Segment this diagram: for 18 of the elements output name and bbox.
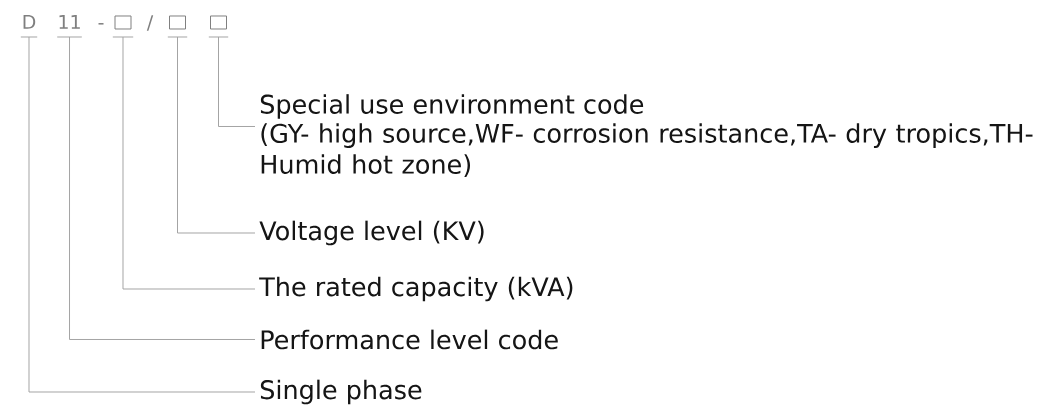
empty-square (208, 15, 229, 38)
leader-line (122, 36, 256, 290)
code-letter: D (20, 14, 38, 38)
empty-square (112, 15, 134, 38)
code-separator: / (146, 15, 154, 31)
description-text: Single phase (260, 379, 422, 405)
description-text: Performance level code (261, 329, 558, 350)
leader-line (218, 36, 256, 127)
leader-line (28, 36, 256, 393)
leader-line (69, 36, 256, 340)
code-number: 11 (56, 14, 83, 38)
description-text: Voltage level (KV) (259, 220, 484, 246)
empty-square (167, 15, 188, 38)
description-text: (GY- high source,WF- corrosion resistance,TA- dry tropics,TH- Humid hot zone) (261, 123, 1033, 177)
code-separator: - (98, 23, 104, 25)
heading-text: Special use environment code (260, 94, 644, 119)
description-text: The rated capacity (kVA) (259, 276, 573, 302)
leader-line (177, 36, 256, 234)
